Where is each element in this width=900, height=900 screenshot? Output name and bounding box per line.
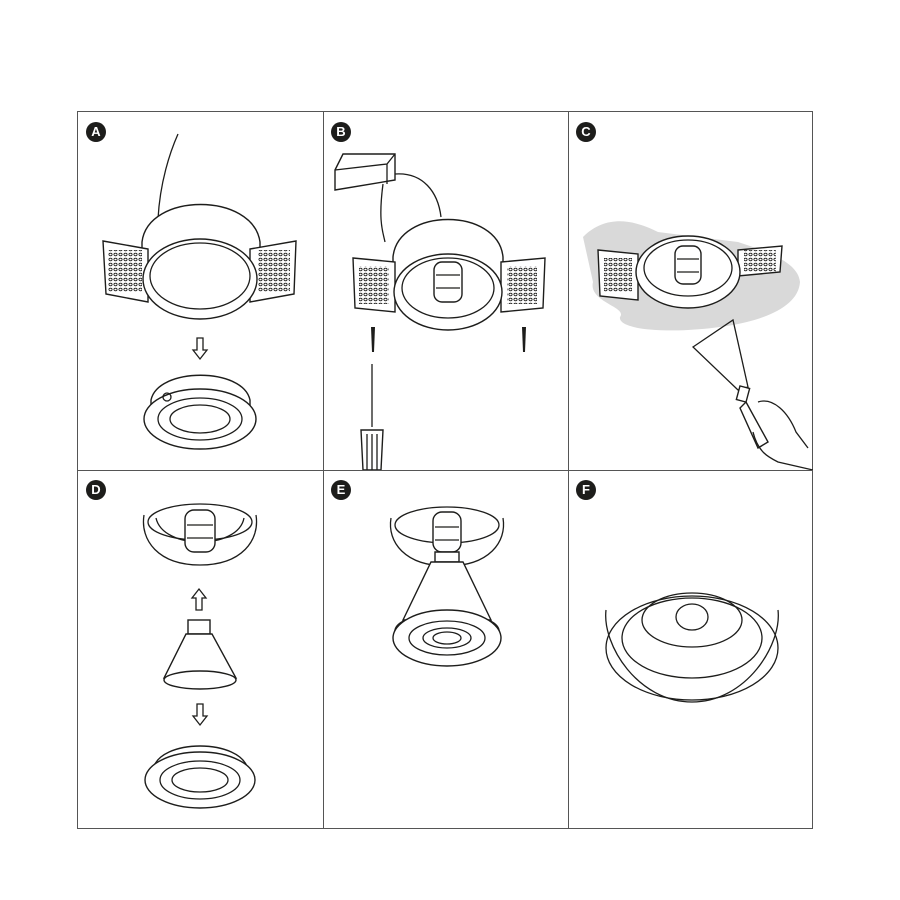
step-badge: F	[576, 480, 596, 500]
right-clip	[500, 257, 546, 313]
arrow-down-icon	[191, 703, 209, 727]
assembled-fixture-illustration	[389, 506, 505, 667]
finished-installation-illustration	[605, 592, 779, 703]
step-badge: D	[86, 480, 106, 500]
trim-ring-inner	[149, 242, 251, 310]
lamp-holder	[674, 245, 702, 285]
mounting-illustration	[334, 153, 546, 470]
lamp-insertion-illustration	[142, 503, 258, 809]
gu10-bulb-icon	[162, 619, 238, 690]
step-a-panel: A	[78, 112, 323, 470]
step-b-panel: B	[323, 112, 568, 470]
step-c-panel: C	[568, 112, 813, 470]
arrow-up-icon	[190, 587, 208, 611]
step-badge: A	[86, 122, 106, 142]
left-clip	[597, 249, 639, 301]
lamp-holder	[184, 509, 216, 553]
spatula-icon	[691, 318, 769, 450]
right-clip	[737, 245, 783, 277]
divider	[78, 470, 812, 471]
step-badge: E	[331, 480, 351, 500]
gu10-bulb	[401, 561, 493, 621]
housing-removal-illustration	[102, 133, 297, 450]
left-clip	[352, 257, 396, 313]
trim-ring-outer	[142, 238, 258, 320]
plastering-illustration	[583, 221, 813, 470]
screw-icon	[522, 327, 526, 352]
cable	[380, 173, 442, 243]
hand-icon	[752, 400, 813, 470]
trim-ring	[142, 514, 258, 566]
step-e-panel: E	[323, 470, 568, 828]
step-f-panel: F	[568, 470, 813, 828]
lamp-holder	[432, 511, 462, 553]
step-d-panel: D	[78, 470, 323, 828]
lamp-holder	[433, 261, 463, 303]
cable	[157, 133, 179, 220]
arrow-down-icon	[191, 337, 209, 361]
step-badge: B	[331, 122, 351, 142]
right-clip	[249, 240, 297, 303]
driver-box	[334, 153, 396, 191]
screwdriver-icon	[360, 364, 384, 470]
fixture-bezel	[392, 609, 502, 667]
screw-icon	[371, 327, 375, 352]
left-clip	[102, 240, 149, 303]
step-badge: C	[576, 122, 596, 142]
instruction-grid: A B	[77, 111, 813, 829]
lamp-face	[675, 603, 709, 631]
trim-ring	[605, 609, 779, 703]
